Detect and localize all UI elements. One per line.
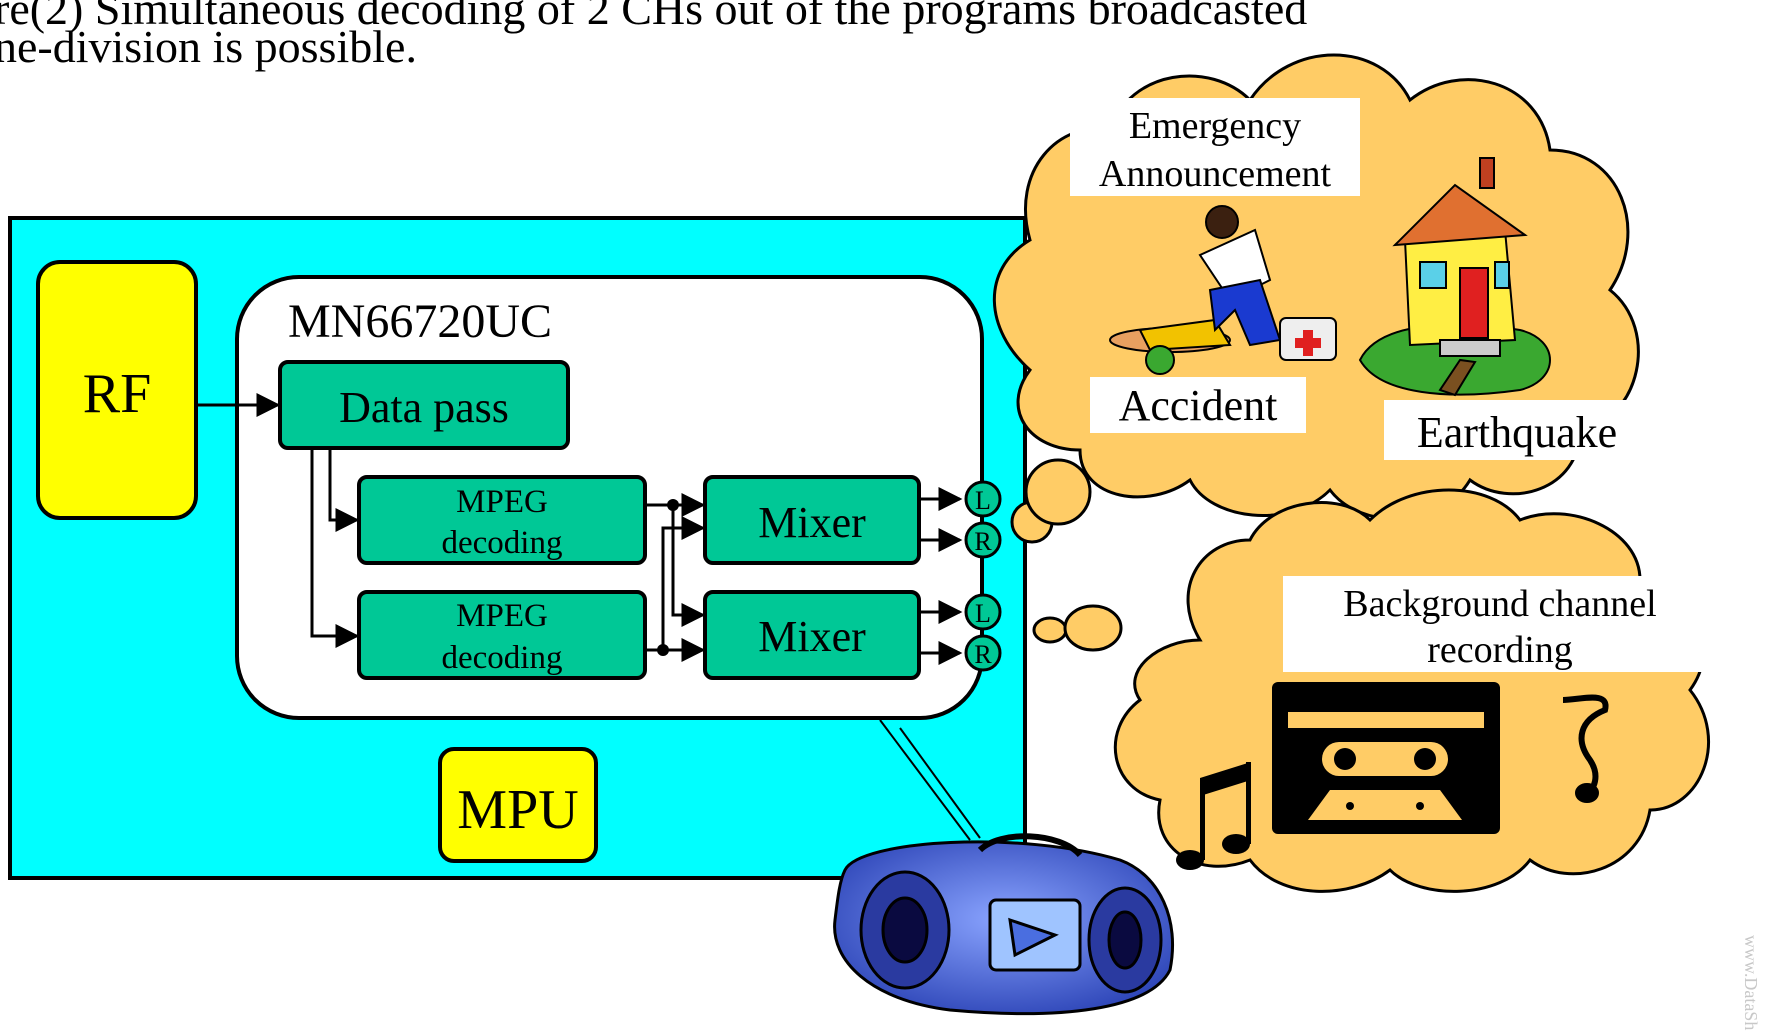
data-pass-label: Data pass [339, 383, 509, 432]
port-bottom-l: L [975, 599, 991, 628]
accident-label-bg [1090, 377, 1306, 433]
junction-dot-top [667, 499, 679, 511]
watermark: www.DataSh [1741, 935, 1761, 1030]
background-line-2: recording [1427, 629, 1573, 671]
earthquake-illustration [1358, 157, 1551, 397]
earthquake-label: Earthquake [1417, 408, 1617, 457]
earthquake-label-bg [1384, 400, 1650, 460]
header-line-2: ne-division is possible. [0, 21, 417, 72]
signal-lines [196, 393, 963, 665]
cassette-icon [1272, 682, 1500, 834]
background-label-bg [1283, 576, 1717, 672]
mpeg-top-line-1: MPEG [456, 484, 548, 520]
mixer-bottom-label: Mixer [758, 612, 866, 661]
mixer-block-bottom [703, 590, 921, 680]
music-note-left-icon [1176, 762, 1251, 870]
mpeg-bottom-line-1: MPEG [456, 598, 548, 634]
background-line-1: Background channel [1343, 583, 1656, 625]
port-top-l: L [975, 486, 991, 515]
rf-block [36, 260, 198, 520]
mpu-label: MPU [457, 779, 578, 841]
port-top-r: R [974, 527, 992, 556]
accident-label: Accident [1119, 381, 1278, 430]
music-note-right-icon [1562, 694, 1609, 803]
emergency-line-1: Emergency [1129, 105, 1301, 147]
header-line-1: re(2) Simultaneous decoding of 2 CHs out… [0, 0, 1307, 34]
emergency-label-bg [1070, 98, 1360, 196]
chip-label: MN66720UC [288, 295, 552, 348]
emergency-line-2: Announcement [1099, 153, 1332, 195]
mpeg-top-line-2: decoding [442, 525, 563, 561]
accident-illustration [1109, 205, 1337, 375]
mixer-top-label: Mixer [758, 498, 866, 547]
port-bottom-r: R [974, 640, 992, 669]
output-ports [964, 480, 1002, 672]
mpeg-bottom-line-2: decoding [442, 640, 563, 676]
junction-dot-bottom [657, 644, 669, 656]
boombox-icon [833, 719, 1175, 1016]
mpu-block [438, 747, 598, 863]
rf-label: RF [83, 363, 152, 425]
